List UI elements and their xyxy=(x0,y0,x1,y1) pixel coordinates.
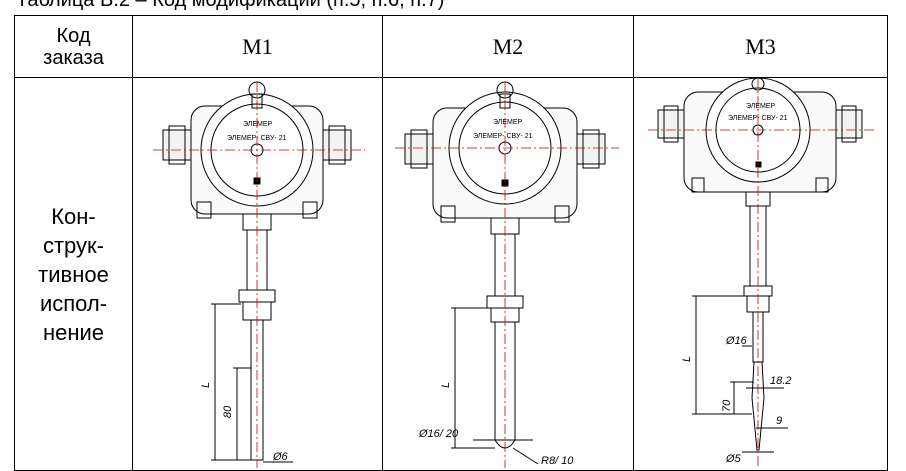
m3-dim-70: 70 xyxy=(721,399,733,412)
header-order-code: Код заказа xyxy=(14,15,133,78)
header-m3: М3 xyxy=(633,15,888,78)
drawing-cell-m1: ЭЛЕМЕР ЭЛЕМЕР- СВУ- 21 L 80 Ø6 xyxy=(132,77,383,471)
m2-brand-label: ЭЛЕМЕР xyxy=(493,119,523,126)
m2-dim-L: L xyxy=(440,382,452,388)
row-label-line2: струк- xyxy=(42,232,104,258)
row-label-design: Кон- струк- тивное испол- нение xyxy=(14,77,133,471)
m3-dim-9: 9 xyxy=(776,415,782,427)
header-code-line1: Код xyxy=(56,24,91,47)
m3-brand-label: ЭЛЕМЕР xyxy=(746,103,776,110)
row-label-line4: испол- xyxy=(39,290,108,316)
modification-table: Код заказа М1 М2 М3 Кон- струк- тивное и… xyxy=(14,15,888,471)
m1-model-label: ЭЛЕМЕР- СВУ- 21 xyxy=(227,135,287,142)
m3-dim-diameter-5: Ø5 xyxy=(725,453,742,465)
table-caption: Таблица В.2 – Код модификации (п.5, п.6,… xyxy=(16,0,445,11)
m3-dim-L: L xyxy=(681,356,693,362)
m1-dim-diameter: Ø6 xyxy=(272,451,289,463)
design-row: Кон- струк- тивное испол- нение xyxy=(14,77,888,471)
m2-model-label: ЭЛЕМЕР- СВУ- 21 xyxy=(473,133,533,140)
m2-dim-radius: R8/ 10 xyxy=(541,455,574,467)
header-m1: М1 xyxy=(132,15,383,78)
m3-dim-diameter-16: Ø16 xyxy=(725,335,748,347)
row-label-line3: тивное xyxy=(38,261,109,287)
row-label-line1: Кон- xyxy=(51,203,96,229)
m3-model-label: ЭЛЕМЕР- СВУ- 21 xyxy=(728,115,788,122)
m2-dim-diameter: Ø16/ 20 xyxy=(418,428,459,440)
m1-brand-label: ЭЛЕМЕР xyxy=(243,121,273,128)
drawing-m3: ЭЛЕМЕР ЭЛЕМЕР- СВУ- 21 L Ø16 18.2 70 9 Ø… xyxy=(648,78,874,468)
drawing-cell-m3: ЭЛЕМЕР ЭЛЕМЕР- СВУ- 21 L Ø16 18.2 70 9 Ø… xyxy=(633,77,888,471)
header-m2: М2 xyxy=(382,15,634,78)
row-label-line5: нение xyxy=(42,319,105,345)
m3-dim-18-2: 18.2 xyxy=(770,375,791,387)
drawing-m1: ЭЛЕМЕР ЭЛЕМЕР- СВУ- 21 L 80 Ø6 xyxy=(153,81,365,468)
drawing-m2: ЭЛЕМЕР ЭЛЕМЕР- СВУ- 21 L Ø16/ 20 R8/ 10 xyxy=(395,81,619,468)
drawing-cell-m2: ЭЛЕМЕР ЭЛЕМЕР- СВУ- 21 L Ø16/ 20 R8/ 10 xyxy=(382,77,634,471)
header-code-line2: заказа xyxy=(43,46,104,69)
header-row: Код заказа М1 М2 М3 xyxy=(14,15,888,78)
m1-dim-80: 80 xyxy=(222,405,234,418)
m1-dim-L: L xyxy=(200,382,212,388)
